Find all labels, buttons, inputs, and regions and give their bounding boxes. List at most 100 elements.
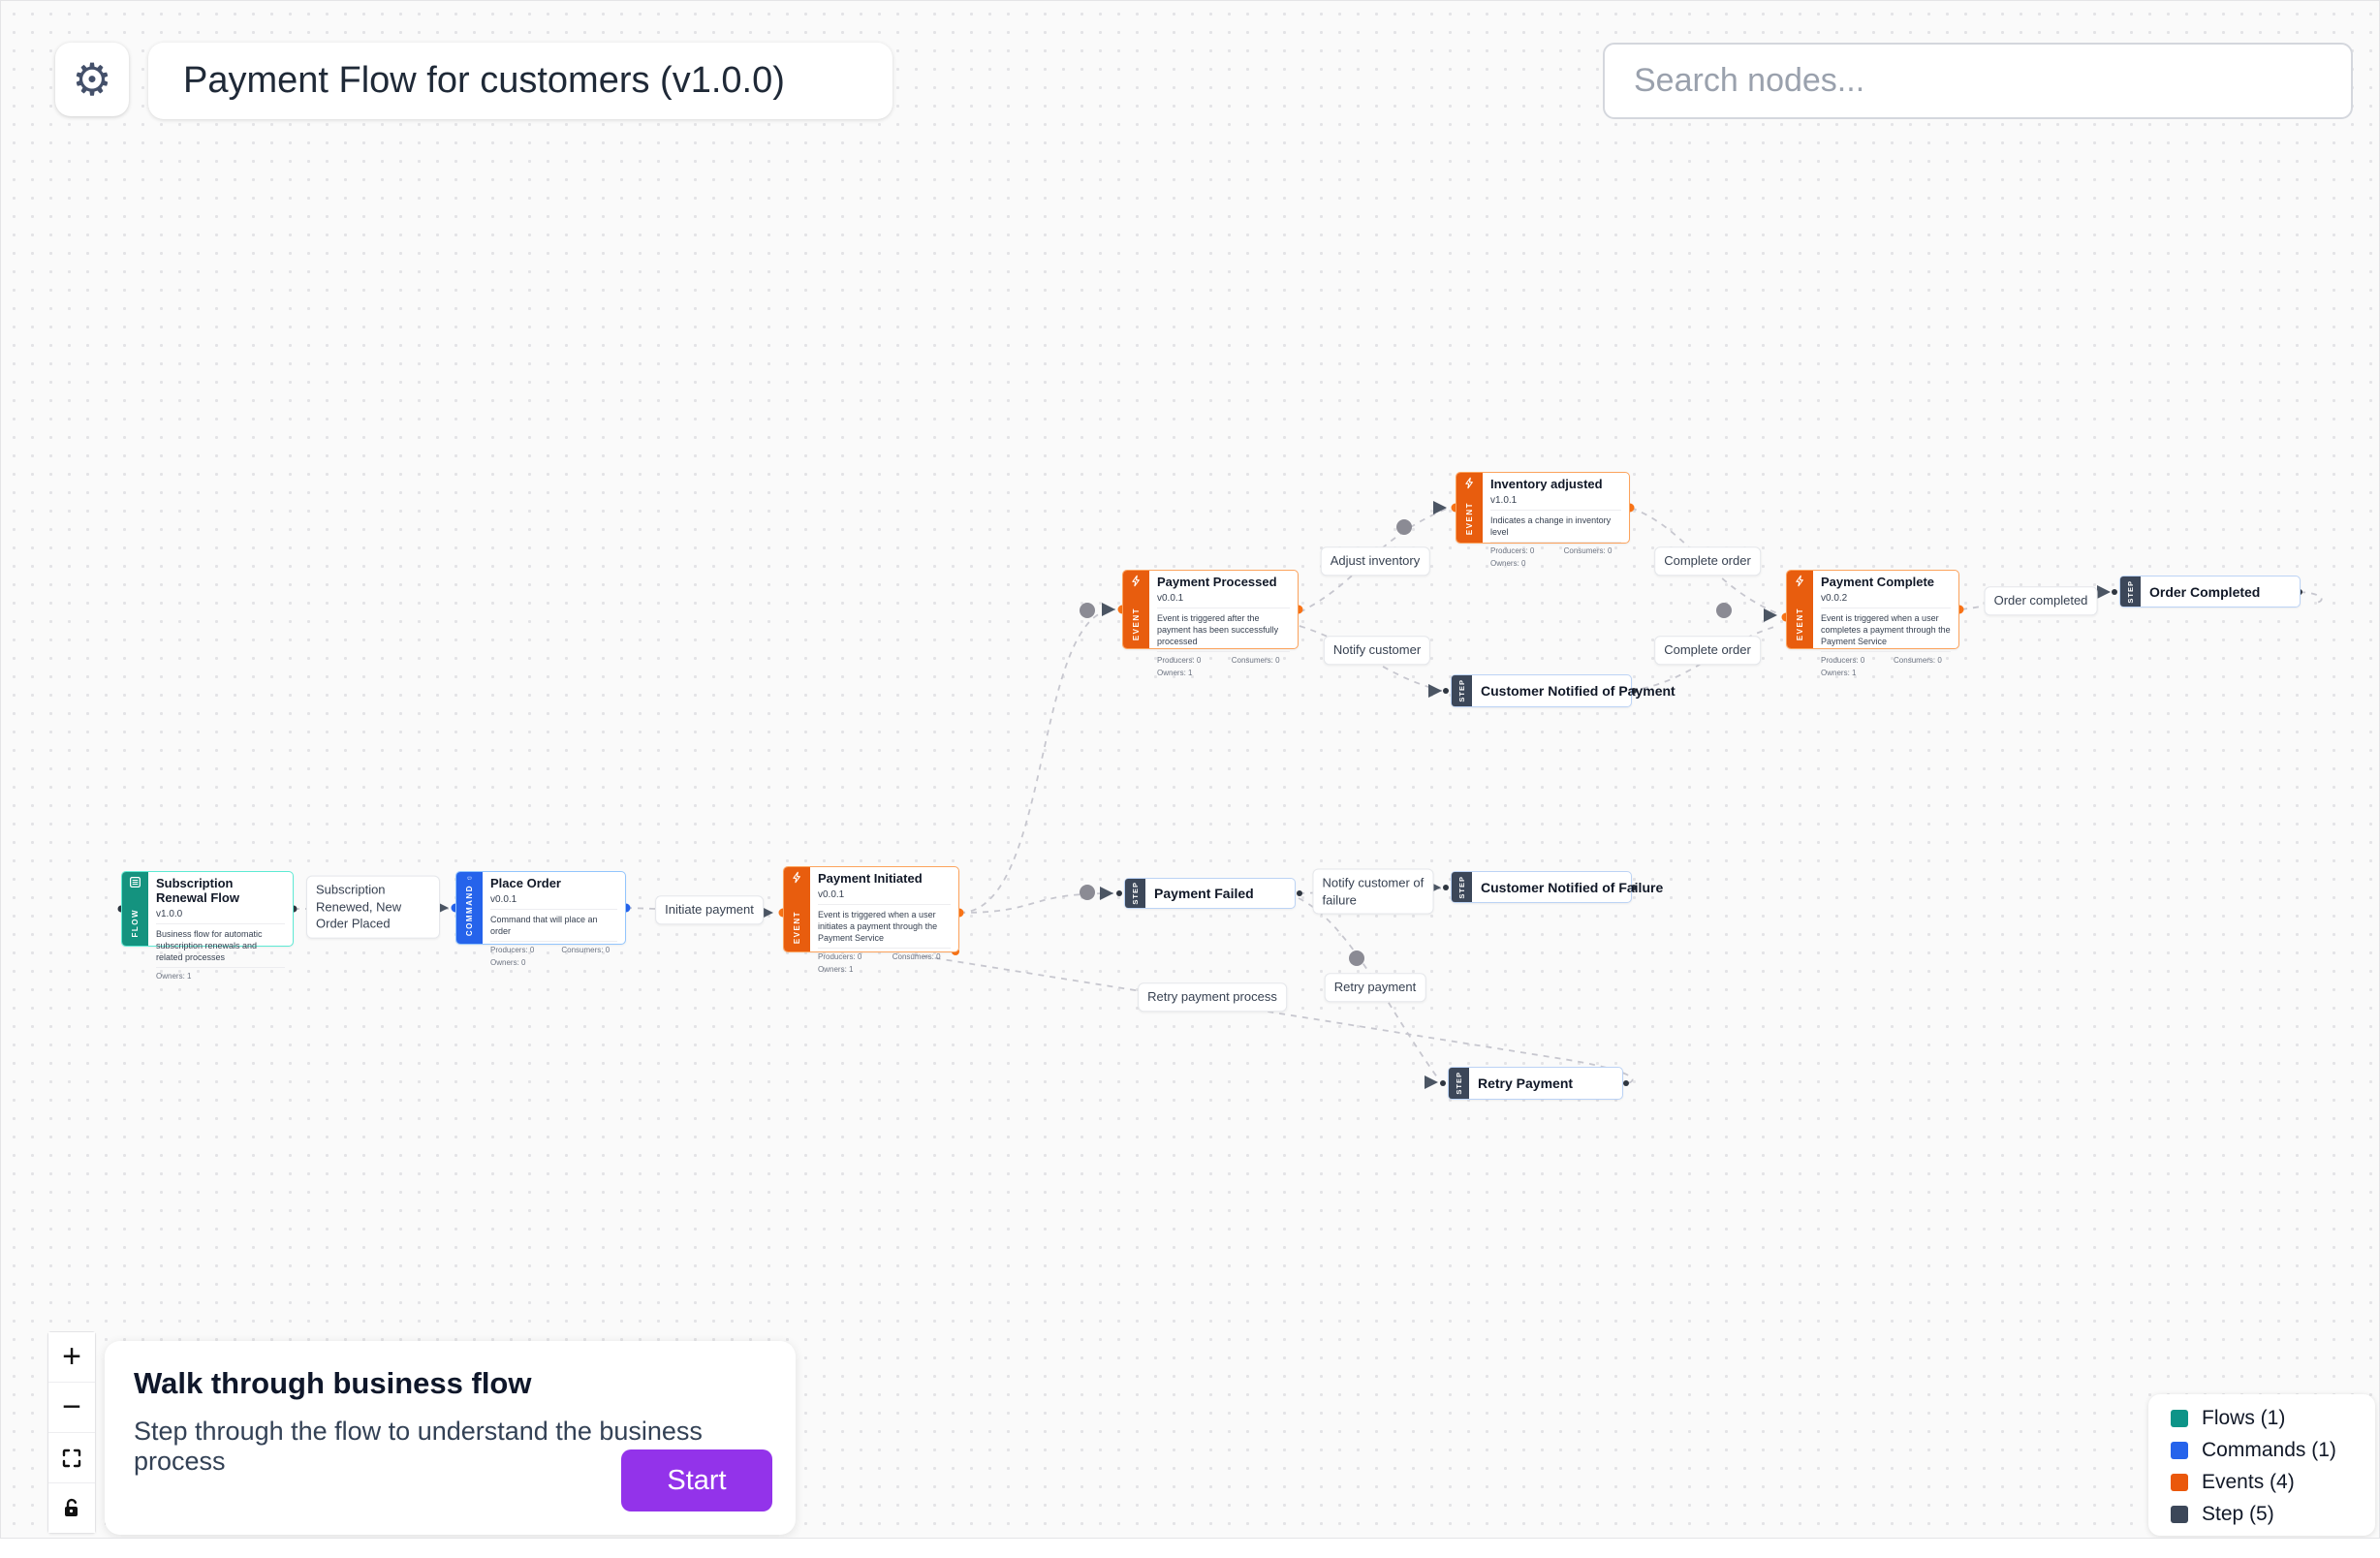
node-payment-complete[interactable]: EVENT Payment Complete v0.0.2 Event is t… bbox=[1786, 570, 1959, 677]
node-description: Event is triggered after the payment has… bbox=[1157, 607, 1290, 653]
node-title: Customer Notified of Failure bbox=[1481, 879, 1664, 895]
node-payment-failed[interactable]: STEP Payment Failed bbox=[1124, 878, 1296, 909]
start-walkthrough-button[interactable]: Start bbox=[621, 1449, 772, 1511]
node-badge: EVENT bbox=[793, 910, 801, 944]
arrowhead-icon bbox=[1433, 501, 1447, 514]
node-producers: Producers: 0 bbox=[490, 946, 535, 955]
node-order-completed[interactable]: STEP Order Completed bbox=[2119, 576, 2301, 608]
edge-ordercompleted-stub bbox=[2299, 591, 2323, 604]
handle-dot bbox=[1443, 885, 1449, 890]
edge-paymentinitiated-to-paymentprocessed bbox=[958, 608, 1116, 914]
arrowhead-icon bbox=[1425, 1075, 1438, 1089]
handle-dot bbox=[2112, 589, 2117, 595]
node-title: Place Order bbox=[490, 876, 561, 890]
legend-label: Events (4) bbox=[2202, 1471, 2295, 1493]
edge-label: Subscription Renewed, New Order Placed bbox=[306, 875, 440, 939]
walkthrough-panel: Walk through business flow Step through … bbox=[105, 1341, 796, 1535]
node-inventory-adjusted[interactable]: EVENT Inventory adjusted v1.0.1 Indicate… bbox=[1456, 472, 1630, 568]
node-subscription-renewal-flow[interactable]: FLOW Subscription Renewal Flow v1.0.0 Bu… bbox=[121, 871, 294, 981]
flow-icon bbox=[130, 877, 141, 888]
node-version: v0.0.2 bbox=[1821, 592, 1848, 604]
bolt-icon bbox=[1796, 575, 1803, 587]
edge-waypoint bbox=[1396, 519, 1412, 535]
node-payment-initiated[interactable]: EVENT Payment Initiated v0.0.1 Event is … bbox=[783, 866, 959, 974]
node-badge: STEP bbox=[1457, 679, 1466, 702]
node-badge: STEP bbox=[2126, 579, 2135, 604]
node-version: v1.0.0 bbox=[156, 908, 183, 919]
unlock-icon bbox=[65, 1498, 78, 1516]
edge-label: Retry payment bbox=[1324, 973, 1426, 1002]
node-title: Retry Payment bbox=[1478, 1075, 1574, 1091]
handle-dot bbox=[1297, 890, 1302, 896]
node-version: v0.0.1 bbox=[490, 893, 517, 905]
node-title: Customer Notified of Payment bbox=[1481, 683, 1675, 699]
edge-waypoint bbox=[1716, 603, 1732, 618]
legend-label: Commands (1) bbox=[2202, 1439, 2336, 1461]
bolt-icon bbox=[793, 871, 800, 884]
lock-toggle-button[interactable] bbox=[48, 1483, 95, 1533]
handle-dot bbox=[1116, 890, 1122, 896]
chat-bubble-icon bbox=[467, 876, 472, 881]
legend-item-commands: Commands (1) bbox=[2171, 1439, 2375, 1462]
node-retry-payment[interactable]: STEP Retry Payment bbox=[1448, 1067, 1623, 1100]
node-producers: Producers: 0 bbox=[1490, 546, 1535, 556]
node-title: Payment Complete bbox=[1821, 575, 1935, 589]
edge-label: Initiate payment bbox=[655, 895, 764, 924]
node-badge: EVENT bbox=[1465, 501, 1474, 535]
flows-swatch bbox=[2171, 1410, 2188, 1427]
edge-paymentinitiated-to-paymentfailed bbox=[958, 892, 1114, 914]
edge-waypoint bbox=[1080, 603, 1095, 618]
node-consumers: Consumers: 0 bbox=[1231, 656, 1280, 666]
legend-item-events: Events (4) bbox=[2171, 1471, 2375, 1494]
node-description: Event is triggered when a user completes… bbox=[1821, 607, 1951, 653]
legend-item-flows: Flows (1) bbox=[2171, 1407, 2375, 1430]
node-title: Inventory adjusted bbox=[1490, 477, 1603, 491]
edge-paymentinitiated-to-retrypayment-loop bbox=[911, 953, 1634, 1084]
edge-label: Retry payment process bbox=[1138, 982, 1287, 1012]
walkthrough-title: Walk through business flow bbox=[134, 1366, 532, 1400]
plus-icon: + bbox=[62, 1338, 81, 1375]
node-customer-notified-of-payment[interactable]: STEP Customer Notified of Payment bbox=[1451, 674, 1675, 707]
events-swatch bbox=[2171, 1474, 2188, 1491]
flow-title-card: Payment Flow for customers (v1.0.0) bbox=[148, 43, 892, 119]
commands-swatch bbox=[2171, 1442, 2188, 1459]
arrowhead-icon bbox=[2097, 585, 2111, 599]
search-input[interactable] bbox=[1603, 43, 2353, 119]
edge-label: Notify customer of failure bbox=[1312, 868, 1434, 915]
fullscreen-icon bbox=[62, 1449, 81, 1467]
node-customer-notified-of-failure[interactable]: STEP Customer Notified of Failure bbox=[1451, 871, 1663, 903]
node-consumers: Consumers: 0 bbox=[1563, 546, 1613, 556]
handle-dot bbox=[1443, 688, 1449, 694]
zoom-in-button[interactable]: + bbox=[48, 1332, 95, 1383]
node-consumers: Consumers: 0 bbox=[892, 952, 941, 962]
node-place-order[interactable]: COMMAND Place Order v0.0.1 Command that … bbox=[455, 871, 626, 967]
node-consumers: Consumers: 0 bbox=[1894, 656, 1942, 666]
fit-view-button[interactable] bbox=[48, 1433, 95, 1483]
node-owners: Owners: 0 bbox=[1490, 559, 1526, 569]
node-owners: Owners: 1 bbox=[818, 965, 854, 975]
node-title: Subscription Renewal Flow bbox=[156, 876, 239, 905]
minus-icon: − bbox=[62, 1388, 81, 1425]
node-version: v1.0.1 bbox=[1490, 494, 1518, 506]
handle-dot bbox=[1623, 1080, 1629, 1086]
gear-icon: ⚙ bbox=[72, 54, 112, 105]
node-payment-processed[interactable]: EVENT Payment Processed v0.0.1 Event is … bbox=[1122, 570, 1299, 677]
node-badge: STEP bbox=[1457, 875, 1466, 899]
node-title: Payment Processed bbox=[1157, 575, 1277, 589]
edge-waypoint bbox=[1080, 885, 1095, 900]
node-badge: EVENT bbox=[1132, 607, 1141, 640]
arrowhead-icon bbox=[1102, 603, 1115, 616]
page-title: Payment Flow for customers (v1.0.0) bbox=[183, 60, 785, 101]
node-description: Business flow for automatic subscription… bbox=[156, 922, 285, 969]
arrowhead-icon bbox=[1764, 608, 1777, 622]
settings-button[interactable]: ⚙ bbox=[55, 43, 129, 116]
edge-label: Adjust inventory bbox=[1320, 546, 1430, 576]
node-owners: Owners: 1 bbox=[1821, 669, 1857, 678]
node-title: Order Completed bbox=[2149, 583, 2261, 600]
node-title: Payment Initiated bbox=[818, 871, 923, 886]
node-badge: FLOW bbox=[131, 909, 140, 938]
edge-waypoint bbox=[1349, 950, 1364, 966]
zoom-out-button[interactable]: − bbox=[48, 1383, 95, 1433]
